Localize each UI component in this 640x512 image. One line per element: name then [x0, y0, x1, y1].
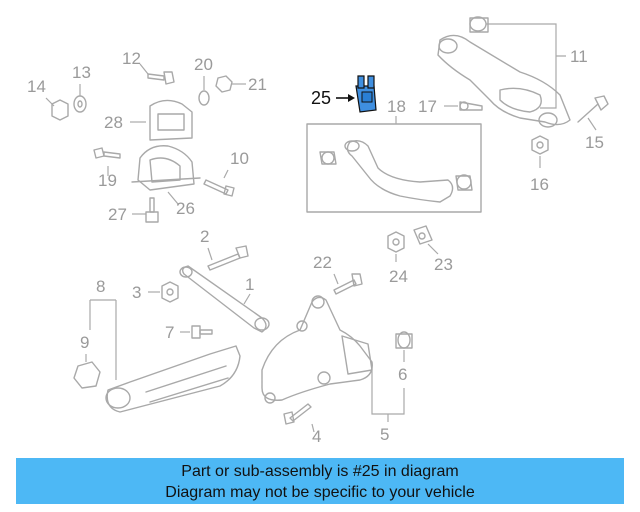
part-20-washer[interactable]: [198, 90, 210, 106]
part-10-bolt[interactable]: [203, 179, 235, 197]
part-26-mount[interactable]: [131, 145, 201, 191]
part-24-nut[interactable]: [387, 231, 405, 253]
part-21-nut[interactable]: [215, 75, 233, 93]
callout-20: 20: [194, 55, 213, 74]
callout-10: 10: [230, 149, 249, 168]
part-17-bolt[interactable]: [459, 101, 483, 111]
part-22-bolt[interactable]: [333, 273, 363, 295]
callout-26: 26: [176, 199, 195, 218]
part-15-bolt[interactable]: [577, 95, 609, 123]
banner-line-disclaimer: Diagram may not be specific to your vehi…: [165, 484, 475, 501]
callout-15: 15: [585, 133, 604, 152]
part-18-upper-arm[interactable]: [319, 139, 473, 203]
part-11-control-arm[interactable]: [437, 16, 571, 128]
callout-1: 1: [245, 275, 254, 294]
part-4-bolt[interactable]: [283, 403, 312, 425]
callout-14: 14: [27, 77, 46, 96]
callout-22: 22: [313, 253, 332, 272]
part-2-bolt[interactable]: [207, 245, 249, 271]
part-19-bolt[interactable]: [93, 147, 121, 159]
callout-3: 3: [132, 283, 141, 302]
callout-7: 7: [165, 323, 174, 342]
part-23-clip[interactable]: [413, 225, 433, 245]
part-27-bolt[interactable]: [145, 197, 159, 223]
callout-4: 4: [312, 427, 321, 446]
part-25-bracket[interactable]: [355, 75, 377, 113]
part-6-bushing[interactable]: [395, 331, 413, 349]
part-1-link[interactable]: [179, 265, 270, 333]
part-13-washer[interactable]: [73, 95, 87, 113]
callout-24: 24: [389, 267, 408, 286]
callout-21: 21: [248, 75, 267, 94]
part-7-bolt[interactable]: [191, 325, 213, 339]
part-16-nut[interactable]: [531, 135, 549, 155]
callout-8: 8: [96, 277, 105, 296]
part-14-nut[interactable]: [51, 99, 69, 121]
callout-5: 5: [380, 425, 389, 444]
banner-line-part: Part or sub-assembly is #25 in diagram: [181, 463, 459, 480]
callout-28: 28: [104, 113, 123, 132]
callout-17: 17: [418, 97, 437, 116]
part-9-bushing[interactable]: [73, 361, 101, 389]
part-28-mount[interactable]: [149, 99, 193, 141]
knuckle[interactable]: [261, 295, 373, 404]
callout-12: 12: [122, 49, 141, 68]
callout-6: 6: [398, 365, 407, 384]
trailing-arm[interactable]: [105, 345, 241, 413]
part-12-bolt[interactable]: [147, 71, 175, 85]
callout-27: 27: [108, 205, 127, 224]
callout-19: 19: [98, 171, 117, 190]
callout-11: 11: [570, 47, 588, 66]
info-banner: Part or sub-assembly is #25 in diagram D…: [16, 458, 624, 504]
part-18-group-box: [306, 123, 482, 213]
callout-23: 23: [434, 255, 453, 274]
part-3-nut[interactable]: [161, 281, 179, 303]
callout-25: 25: [311, 88, 331, 108]
callout-18: 18: [387, 97, 406, 116]
callout-13: 13: [72, 63, 91, 82]
callout-9: 9: [80, 333, 89, 352]
callout-16: 16: [530, 175, 549, 194]
callout-2: 2: [200, 227, 209, 246]
